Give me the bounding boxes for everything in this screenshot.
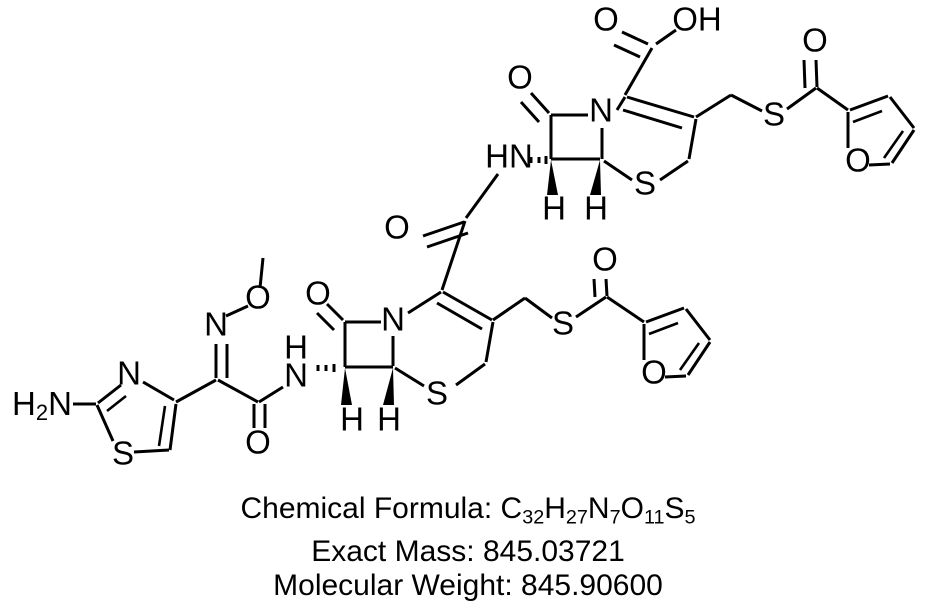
atom-label-lower-ring-s: S [426,375,448,412]
atom-label-upper-h-right: H [584,190,608,227]
lower-stereo-bonds [316,364,394,405]
interunit-amide-linker [422,220,469,291]
atom-label-lower-thioester-o: O [592,241,618,278]
lower-beta-lactam-ring [315,302,393,369]
atom-label-lower-amide-h: H [284,329,308,366]
upper-dihydrothiazine-ring [600,95,698,182]
upper-stereo-bonds [529,156,601,195]
atom-label-link-amide-o: O [384,209,410,246]
chemical-formula-label: Chemical Formula: [240,492,493,525]
carboxylic-acid-group [613,28,677,96]
atom-label-upper-furan-o: O [845,142,871,179]
upper-wedge-h-right [590,160,601,195]
upper-wedge-h-left [547,160,558,195]
structure-caption: Chemical Formula: C32H27N7O11S5 Exact Ma… [0,492,936,603]
atom-label-upper-ring-s: S [634,165,656,202]
atom-label-lower-h-left: H [340,401,364,438]
exact-mass-value: 845.03721 [482,534,625,568]
atom-label-upper-h-left: H [542,190,566,227]
chemical-formula-line: Chemical Formula: C32H27N7O11S5 [0,492,936,535]
atom-label-lower-amide-n: N [284,357,308,394]
atom-label-upper-ring-n: N [589,92,613,129]
atom-label-upper-lactam-o: O [507,59,533,96]
exact-mass-line: Exact Mass: 845.03721 [0,535,936,569]
lower-wedge-h-left [341,368,352,405]
atom-label-upper-thioester-s: S [763,96,785,133]
upper-furan-carbothioate [695,59,916,167]
upper-amide-link-bond [464,173,500,219]
aminothiazole-ring [73,378,217,454]
atom-label-upper-cooh-o-double: O [593,1,619,38]
atom-label-thiazole-s: S [112,435,134,472]
atom-label-upper-cooh-oh: OH [672,1,722,38]
atom-label-lower-amide-co-o: O [245,424,271,461]
lower-dihydrothiazine-ring [391,290,495,388]
molecular-weight-line: Molecular Weight: 845.90600 [0,569,936,603]
lower-amide-bond [258,385,284,404]
atom-label-lower-lactam-o: O [305,275,331,312]
exact-mass-label: Exact Mass: [311,534,475,568]
atom-label-lower-thioester-s: S [552,305,574,342]
atom-label-lower-h-right: H [377,401,401,438]
lower-wedge-h-right [383,368,394,405]
upper-beta-lactam-ring [519,91,600,161]
atom-label-aminothiazole-nh2: H2N [12,385,72,425]
atom-label-thiazole-n: N [117,355,141,392]
molecular-weight-value: 845.90600 [521,568,663,602]
upper-hashed-wedge [529,156,548,164]
atom-label-lower-ring-n: N [381,301,405,338]
atom-label-upper-amide-hn: HN [485,138,533,175]
atom-label-layer: O OH O N HN S H H O S O O O O N N H N N … [12,1,871,472]
atom-label-lower-furan-o: O [641,354,667,391]
methoxyimino-group [214,257,265,378]
lower-furan-carbothioate [492,278,712,379]
atom-label-upper-thioester-o: O [802,22,828,59]
molecular-weight-label: Molecular Weight: [273,568,513,602]
chemical-formula-value: C32H27N7O11S5 [500,492,696,529]
lower-hashed-wedge [316,364,336,372]
side-chain-carbonyl [217,378,267,428]
atom-label-oxime-n: N [204,306,228,343]
atom-label-oxime-o: O [245,279,271,316]
